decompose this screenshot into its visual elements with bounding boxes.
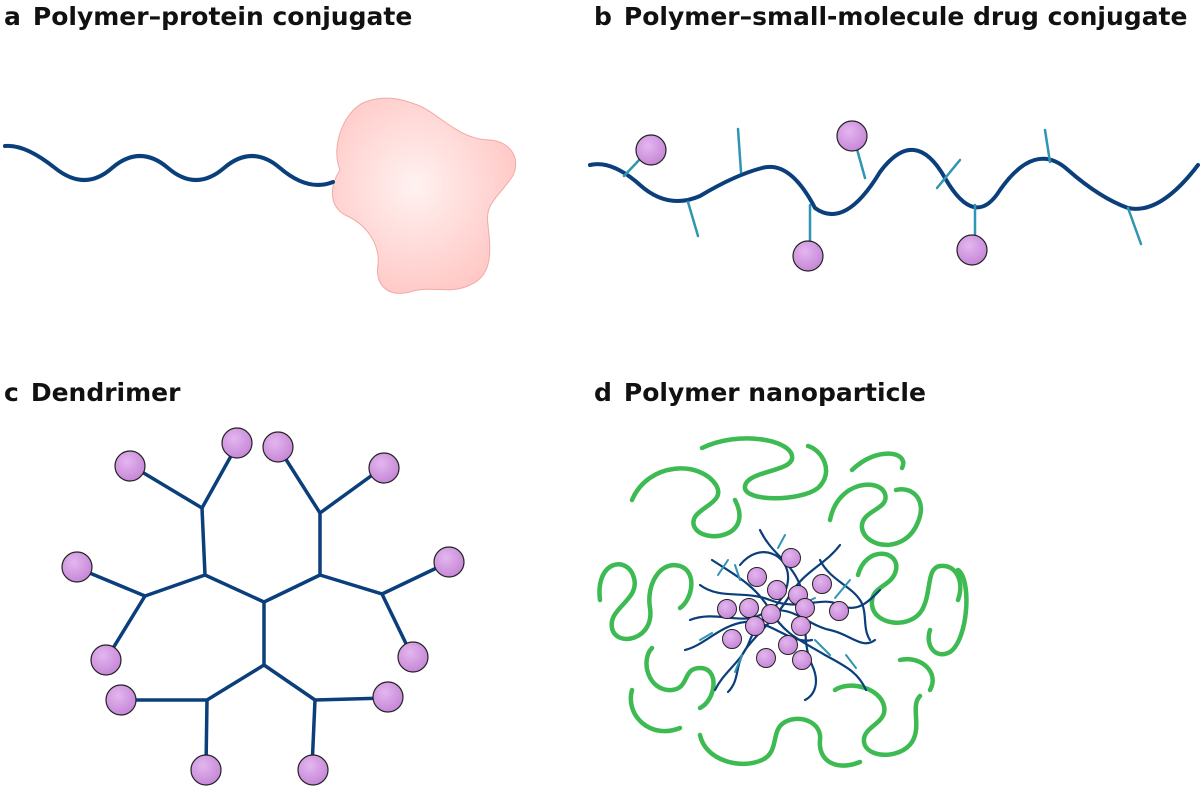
encapsulated-drug xyxy=(829,601,849,621)
core-side-chain xyxy=(734,654,743,673)
shell-polymer-chain xyxy=(926,567,969,657)
shell-polymer-chain xyxy=(897,656,935,693)
dendrimer-end-group xyxy=(433,546,465,578)
encapsulated-drug xyxy=(778,635,798,655)
dendrimer-end-group xyxy=(221,427,253,459)
panel-c-diagram xyxy=(61,427,465,786)
shell-polymer-chain xyxy=(629,466,742,539)
panel-a-letter: a xyxy=(4,2,21,31)
core-side-chain xyxy=(814,639,831,656)
core-side-chain xyxy=(845,654,857,669)
panel-c-letter: c xyxy=(4,378,19,407)
panel-d-label: Polymer nanoparticle xyxy=(623,378,926,407)
encapsulated-drug xyxy=(745,616,765,636)
dendrimer-branch xyxy=(200,445,266,604)
dendrimer-end-group xyxy=(90,644,122,676)
panel-b-diagram xyxy=(588,120,1200,272)
dendrimer-end-group xyxy=(190,754,222,786)
encapsulated-drug xyxy=(795,598,815,618)
dendrimer-branch xyxy=(121,663,266,702)
encapsulated-drug xyxy=(722,629,742,649)
dendrimer-end-group xyxy=(372,681,404,713)
side-chain xyxy=(1126,206,1143,246)
panel-b-title: b Polymer–small-molecule drug conjugate xyxy=(594,2,1187,31)
drug-molecule xyxy=(792,240,824,272)
protein-blob xyxy=(331,97,517,294)
polymer-backbone xyxy=(588,147,1200,216)
dendrimer-end-group xyxy=(61,551,93,583)
panel-d-letter: d xyxy=(594,378,612,407)
drug-molecule xyxy=(836,120,868,152)
encapsulated-drug xyxy=(717,599,737,619)
panel-a-diagram xyxy=(3,97,517,294)
dendrimer-end-group xyxy=(368,452,400,484)
core-side-chain xyxy=(777,534,786,549)
dendrimer-end-group xyxy=(397,641,429,673)
side-chain xyxy=(1043,128,1052,164)
panel-c-title: c Dendrimer xyxy=(4,378,180,407)
shell-polymer-chain xyxy=(597,562,694,642)
encapsulated-drug xyxy=(761,604,781,624)
encapsulated-drug xyxy=(812,574,832,594)
shell-polymer-chain xyxy=(849,451,906,473)
panel-b-letter: b xyxy=(594,2,612,31)
core-side-chain xyxy=(734,564,741,581)
core-side-chain xyxy=(717,559,729,576)
encapsulated-drug xyxy=(767,580,787,600)
core-polymer-chain xyxy=(818,558,872,642)
polymer-chain xyxy=(3,143,335,187)
panel-d-title: d Polymer nanoparticle xyxy=(594,378,926,407)
panel-c-label: Dendrimer xyxy=(30,378,181,407)
side-chain xyxy=(935,158,962,190)
shell-polymer-chain xyxy=(697,716,863,768)
core-polymer-chain xyxy=(710,558,868,692)
shell-polymer-chain xyxy=(628,687,683,734)
dendrimer-end-group xyxy=(297,754,329,786)
encapsulated-drug xyxy=(791,616,811,636)
shell-polymer-chain xyxy=(832,683,923,757)
dendrimer-end-group xyxy=(114,450,146,482)
shell-polymer-chain xyxy=(827,482,923,548)
encapsulated-drug xyxy=(739,598,759,618)
dendrimer-branch xyxy=(262,663,389,702)
core-side-chain xyxy=(699,632,713,641)
dendrimer-branch xyxy=(262,448,322,604)
side-chain xyxy=(736,127,743,174)
shell-polymer-chain xyxy=(855,551,963,625)
side-chain xyxy=(622,156,643,178)
panel-a-label: Polymer–protein conjugate xyxy=(32,2,413,31)
shell-polymer-chain xyxy=(644,645,716,711)
dendrimer-branch xyxy=(78,567,207,598)
encapsulated-drug xyxy=(792,650,812,670)
drug-molecule xyxy=(956,234,988,266)
shell-polymer-chain xyxy=(699,436,829,501)
encapsulated-drug xyxy=(747,567,767,587)
panel-b-label: Polymer–small-molecule drug conjugate xyxy=(623,2,1188,31)
dendrimer-end-group xyxy=(105,684,137,716)
dendrimer-branch xyxy=(318,561,449,596)
side-chain xyxy=(686,200,700,238)
dendrimer-end-group xyxy=(262,431,294,463)
panel-d-diagram xyxy=(597,436,969,768)
panel-a-title: a Polymer–protein conjugate xyxy=(4,2,412,31)
core-side-chain xyxy=(834,579,851,599)
encapsulated-drug xyxy=(781,548,801,568)
encapsulated-drug xyxy=(756,648,776,668)
drug-molecule xyxy=(635,134,667,166)
